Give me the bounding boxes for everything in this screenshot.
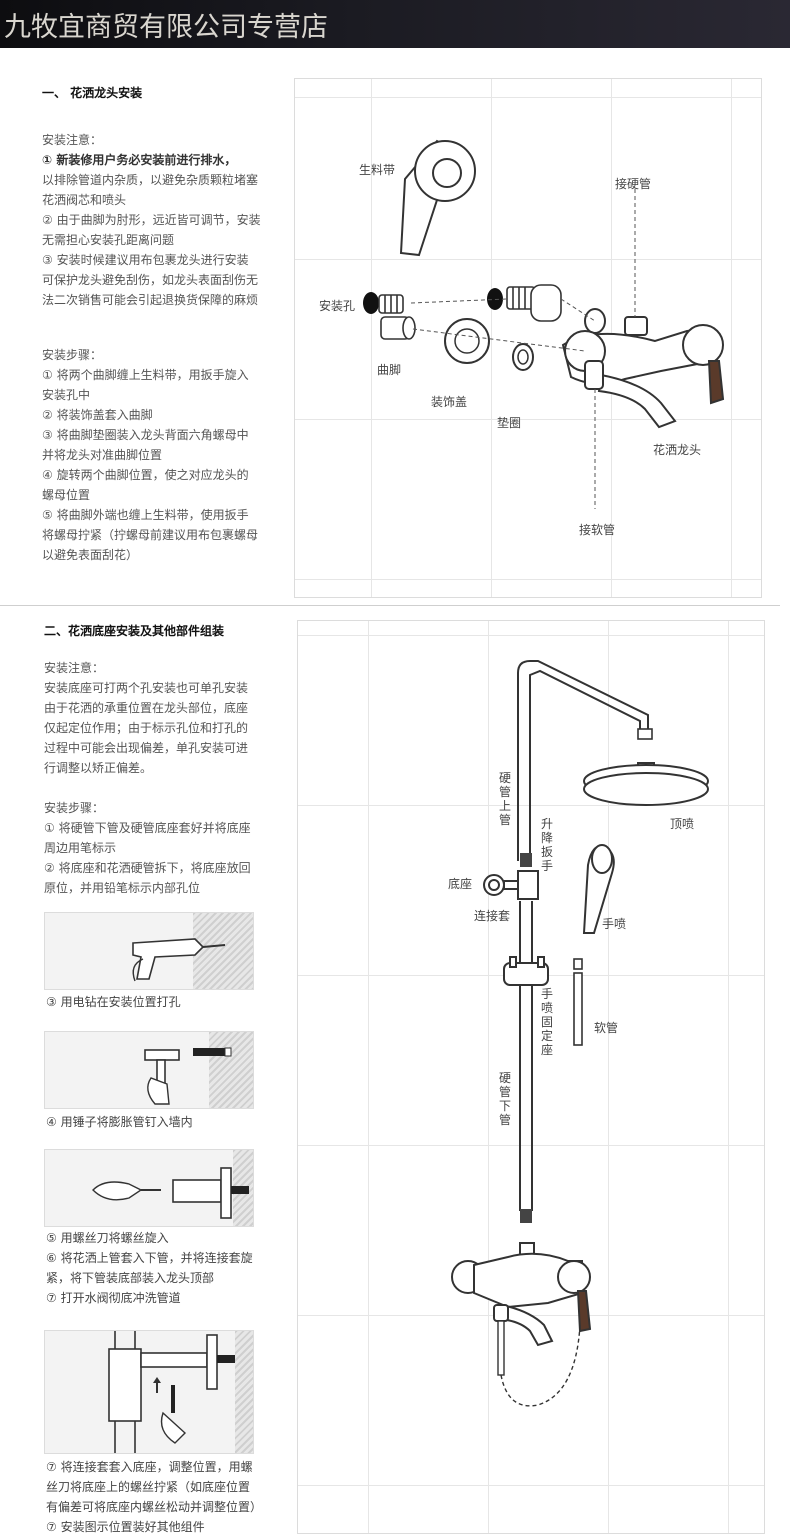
step-line: 以避免表面刮花） [42, 548, 139, 562]
section2-title: 二、花洒底座安装及其他部件组装 [44, 624, 225, 638]
store-banner: 九牧宜商贸有限公司专营店 [0, 0, 790, 48]
label-tape: 生料带 [359, 163, 396, 177]
photo-screw [44, 1149, 254, 1227]
section1-notes: 安装注意： ① 新装修用户务必安装前进行排水， 以排除管道内杂质，以避免杂质颗粒… [42, 130, 261, 310]
notes-heading: 安装注意： [42, 133, 103, 147]
label-install-hole: 安装孔 [319, 299, 356, 313]
step-line: 周边用笔标示 [44, 841, 117, 855]
label-faucet: 花洒龙头 [653, 443, 702, 457]
faucet-body-icon [561, 308, 725, 429]
label-lift-wrench: 升降扳手 [540, 817, 553, 873]
photo-drill [44, 912, 254, 990]
caption-line: 有偏差可将底座内螺丝松动并调整位置） [46, 1500, 263, 1514]
label-hand-holder: 手喷固定座 [540, 987, 553, 1057]
elbow-icon [378, 284, 562, 340]
note-line: ③ 安装时候建议用布包裹龙头进行安装 [42, 253, 249, 267]
caption-line: ⑤ 用螺丝刀将螺丝旋入 [46, 1231, 169, 1245]
caption-line: ⑦ 安装图示位置装好其他组件 [46, 1520, 205, 1534]
step-line: ① 将硬管下管及硬管底座套好并将底座 [44, 821, 251, 835]
screwdriver-icon [92, 1167, 249, 1219]
caption-adjust-steps: ⑦ 将连接套套入底座，调整位置，用螺 丝刀将底座上的螺丝拧紧（如底座位置 有偏差… [46, 1457, 262, 1537]
drill-icon [132, 938, 226, 982]
note-line: 由于花洒的承重位置在龙头部位，底座 [44, 701, 249, 715]
caption-drill: ③ 用电钻在安装位置打孔 [46, 995, 181, 1009]
bottom-faucet-icon [451, 1242, 592, 1347]
note-line: 法二次销售可能会引起退换货保障的麻烦 [42, 293, 259, 307]
shower-diagram-panel: 硬管上管 升降扳手 顶喷 底座 连接套 手喷 手喷固定座 软管 硬管下管 [297, 620, 765, 1534]
hose-icon [573, 972, 583, 1046]
faucet-exploded-drawing [363, 139, 725, 509]
section-divider [0, 605, 780, 606]
base-adjust-icon [108, 1331, 235, 1453]
label-cover: 装饰盖 [431, 395, 468, 409]
base-icon [483, 874, 523, 896]
note-line: 无需担心安装孔距离问题 [42, 233, 175, 247]
hand-spray-icon [582, 844, 615, 934]
photo-adjust [44, 1330, 254, 1454]
note-line: 以排除管道内杂质，以避免杂质颗粒堵塞 [42, 173, 259, 187]
caption-line: ⑦ 打开水阀彻底冲洗管道 [46, 1291, 181, 1305]
label-top-spray: 顶喷 [670, 817, 695, 831]
note-line: 过程中可能会出现偏差，单孔安装可进 [44, 741, 249, 755]
notes-heading: 安装注意： [44, 661, 105, 675]
hammer-icon [144, 1047, 232, 1105]
step-line: ② 将装饰盖套入曲脚 [42, 408, 153, 422]
note-line: ① 新装修用户务必安装前进行排水， [42, 153, 237, 167]
label-upper-pipe: 硬管上管 [498, 771, 511, 827]
faucet-diagram-panel: 生料带 接硬管 安装孔 曲脚 装饰盖 垫圈 花洒龙头 接软管 [294, 78, 762, 598]
step-line: 安装孔中 [42, 388, 91, 402]
label-connector: 连接套 [474, 909, 511, 923]
steps-heading: 安装步骤： [42, 348, 103, 362]
store-name: 九牧宜商贸有限公司专营店 [4, 12, 328, 43]
connector-icon [517, 870, 539, 900]
note-line: 花洒阀芯和喷头 [42, 193, 127, 207]
lift-wrench-thread [520, 853, 532, 867]
section2-notes: 安装注意： 安装底座可打两个孔安装也可单孔安装 由于花洒的承重位置在龙头部位，底… [44, 658, 248, 778]
label-elbow: 曲脚 [377, 363, 402, 377]
step-line: ④ 旋转两个曲脚位置，使之对应龙头的 [42, 468, 249, 482]
note-line: ② 由于曲脚为肘形，远近皆可调节，安装 [42, 213, 261, 227]
step-line: 原位，并用铅笔标示内部孔位 [44, 881, 201, 895]
section1-title: 一、 花洒龙头安装 [42, 86, 143, 100]
step-line: ⑤ 将曲脚外端也缠上生料带，使用扳手 [42, 508, 249, 522]
photo-hammer [44, 1031, 254, 1109]
step-line: ① 将两个曲脚缠上生料带，用扳手旋入 [42, 368, 249, 382]
caption-line: 丝刀将底座上的螺丝拧紧（如底座位置 [46, 1480, 251, 1494]
hand-holder-icon [503, 956, 549, 986]
note-line: 安装底座可打两个孔安装也可单孔安装 [44, 681, 249, 695]
upper-pipe-icon [517, 660, 649, 861]
caption-line: 紧，将下管装底部装入龙头顶部 [46, 1271, 215, 1285]
step-line: 将螺母拧紧（拧螺母前建议用布包裹螺母 [42, 528, 259, 542]
top-spray-icon [583, 762, 709, 806]
label-hand-spray: 手喷 [602, 917, 627, 931]
step-line: 螺母位置 [42, 488, 91, 502]
note-line: 行调整以矫正偏差。 [44, 761, 153, 775]
label-washer: 垫圈 [497, 416, 522, 430]
lower-pipe-icon [519, 901, 533, 1211]
caption-line: ⑥ 将花洒上管套入下管，并将连接套旋 [46, 1251, 253, 1265]
note-line: 可保护龙头避免刮伤，如龙头表面刮伤无 [42, 273, 259, 287]
label-lower-pipe: 硬管下管 [498, 1071, 511, 1127]
caption-screw-steps: ⑤ 用螺丝刀将螺丝旋入 ⑥ 将花洒上管套入下管，并将连接套旋 紧，将下管装底部装… [46, 1228, 253, 1308]
step-line: ③ 将曲脚垫圈装入龙头背面六角螺母中 [42, 428, 249, 442]
step-line: 并将龙头对准曲脚位置 [42, 448, 163, 462]
label-base: 底座 [448, 877, 473, 891]
shower-system-drawing [451, 660, 709, 1407]
steps-heading: 安装步骤： [44, 801, 105, 815]
caption-hammer: ④ 用锤子将膨胀管钉入墙内 [46, 1115, 193, 1129]
label-hose: 软管 [594, 1021, 619, 1035]
tape-roll-icon [399, 139, 476, 257]
caption-line: ⑦ 将连接套套入底座，调整位置，用螺 [46, 1460, 253, 1474]
section1-steps: 安装步骤： ① 将两个曲脚缠上生料带，用扳手旋入 安装孔中 ② 将装饰盖套入曲脚… [42, 345, 258, 565]
label-hard-pipe: 接硬管 [615, 177, 652, 191]
label-soft-pipe: 接软管 [579, 523, 616, 537]
install-hole-icon [363, 292, 379, 314]
note-line: 仅起定位作用；由于标示孔位和打孔的 [44, 721, 249, 735]
section2-steps: 安装步骤： ① 将硬管下管及硬管底座套好并将底座 周边用笔标示 ② 将底座和花洒… [44, 798, 251, 898]
step-line: ② 将底座和花洒硬管拆下，将底座放回 [44, 861, 251, 875]
